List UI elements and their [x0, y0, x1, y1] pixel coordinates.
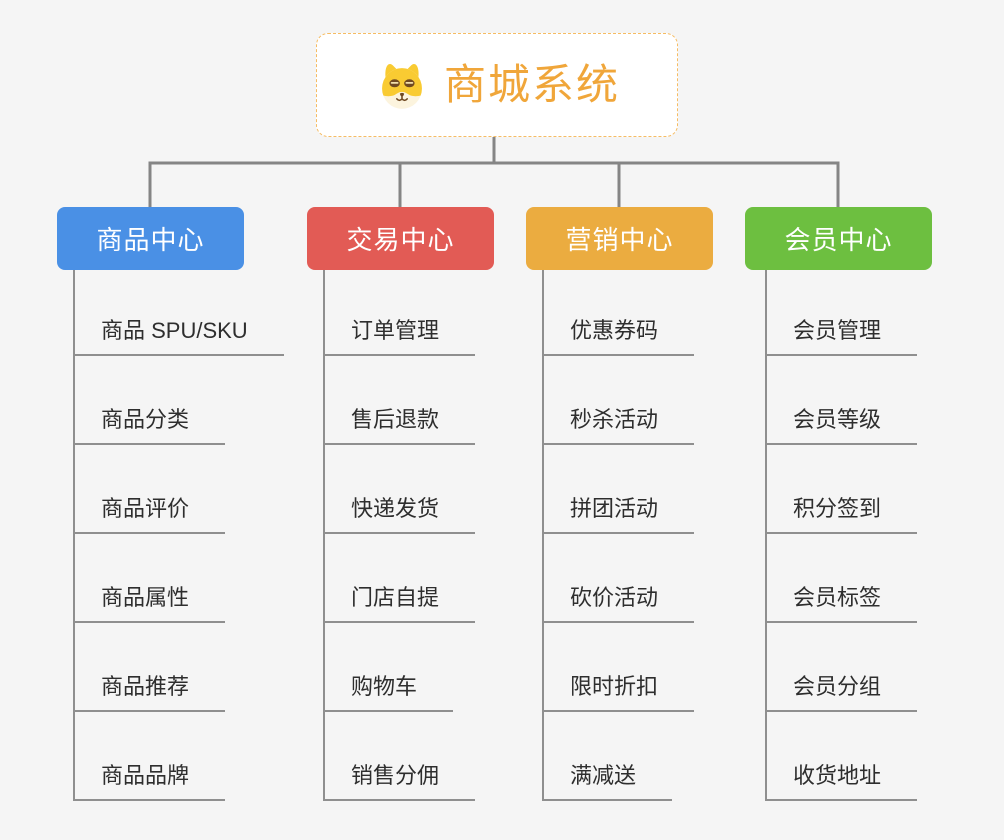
branch-product-center: 商品中心 商品 SPU/SKU 商品分类 商品评价 商品属性 商品推荐 商品品牌 [57, 207, 284, 801]
branch-topic-member-center[interactable]: 会员中心 [745, 207, 932, 270]
subtopic-label[interactable]: 秒杀活动 [544, 406, 695, 445]
subtopic-label[interactable]: 优惠券码 [544, 317, 695, 356]
subtopic-label[interactable]: 会员分组 [767, 673, 918, 712]
subtopic: 会员分组 [767, 623, 918, 712]
subtopic-label[interactable]: 购物车 [325, 673, 454, 712]
subtopic: 会员管理 [767, 270, 918, 356]
subtopic-label[interactable]: 快递发货 [325, 495, 476, 534]
root-topic[interactable]: 商城系统 [316, 33, 678, 137]
subtopic: 商品推荐 [75, 623, 284, 712]
subtopic-label[interactable]: 商品分类 [75, 406, 226, 445]
subtopic-label[interactable]: 积分签到 [767, 495, 918, 534]
subtopic: 拼团活动 [544, 445, 695, 534]
branch-member-center: 会员中心 会员管理 会员等级 积分签到 会员标签 会员分组 收货地址 [745, 207, 932, 801]
root-topic-label: 商城系统 [443, 61, 620, 108]
subtopic: 砍价活动 [544, 534, 695, 623]
subtopic: 快递发货 [325, 445, 476, 534]
subtopic: 优惠券码 [544, 270, 695, 356]
branch-topic-product-center[interactable]: 商品中心 [57, 207, 244, 270]
subtopic-label[interactable]: 会员等级 [767, 406, 918, 445]
subtopic: 售后退款 [325, 356, 476, 445]
subtopic: 门店自提 [325, 534, 476, 623]
subtopic: 收货地址 [767, 712, 918, 801]
subtopic: 商品评价 [75, 445, 284, 534]
subtopic: 积分签到 [767, 445, 918, 534]
subtopic: 购物车 [325, 623, 475, 712]
subtopic-list-product-center: 商品 SPU/SKU 商品分类 商品评价 商品属性 商品推荐 商品品牌 [73, 270, 284, 801]
subtopic: 商品 SPU/SKU [75, 270, 284, 356]
subtopic-label[interactable]: 会员标签 [767, 584, 918, 623]
subtopic-label[interactable]: 商品品牌 [75, 762, 226, 801]
branch-topic-marketing-center[interactable]: 营销中心 [526, 207, 713, 270]
subtopic: 会员等级 [767, 356, 918, 445]
subtopic: 会员标签 [767, 534, 918, 623]
subtopic: 商品分类 [75, 356, 284, 445]
subtopic-label[interactable]: 商品 SPU/SKU [75, 317, 284, 356]
branch-topic-trade-center[interactable]: 交易中心 [307, 207, 494, 270]
subtopic-label[interactable]: 商品推荐 [75, 673, 226, 712]
subtopic: 销售分佣 [325, 712, 476, 801]
subtopic-label[interactable]: 拼团活动 [544, 495, 695, 534]
subtopic-label[interactable]: 售后退款 [325, 406, 476, 445]
subtopic-label[interactable]: 会员管理 [767, 317, 918, 356]
subtopic-list-marketing-center: 优惠券码 秒杀活动 拼团活动 砍价活动 限时折扣 满减送 [542, 270, 695, 801]
subtopic-label[interactable]: 销售分佣 [325, 762, 476, 801]
subtopic: 秒杀活动 [544, 356, 695, 445]
branch-trade-center: 交易中心 订单管理 售后退款 快递发货 门店自提 购物车 销售分佣 [307, 207, 494, 801]
subtopic-list-member-center: 会员管理 会员等级 积分签到 会员标签 会员分组 收货地址 [765, 270, 918, 801]
subtopic: 商品品牌 [75, 712, 284, 801]
subtopic-list-trade-center: 订单管理 售后退款 快递发货 门店自提 购物车 销售分佣 [323, 270, 476, 801]
branch-marketing-center: 营销中心 优惠券码 秒杀活动 拼团活动 砍价活动 限时折扣 满减送 [526, 207, 713, 801]
subtopic: 商品属性 [75, 534, 284, 623]
subtopic-label[interactable]: 商品属性 [75, 584, 226, 623]
subtopic: 满减送 [544, 712, 694, 801]
shiba-dog-icon [382, 64, 422, 109]
subtopic-label[interactable]: 订单管理 [325, 317, 476, 356]
connector-path [148, 137, 840, 210]
subtopic-label[interactable]: 收货地址 [767, 762, 918, 801]
subtopic-label[interactable]: 门店自提 [325, 584, 476, 623]
subtopic-label[interactable]: 砍价活动 [544, 584, 695, 623]
subtopic: 限时折扣 [544, 623, 695, 712]
subtopic: 订单管理 [325, 270, 476, 356]
subtopic-label[interactable]: 限时折扣 [544, 673, 695, 712]
subtopic-label[interactable]: 商品评价 [75, 495, 226, 534]
subtopic-label[interactable]: 满减送 [544, 762, 673, 801]
